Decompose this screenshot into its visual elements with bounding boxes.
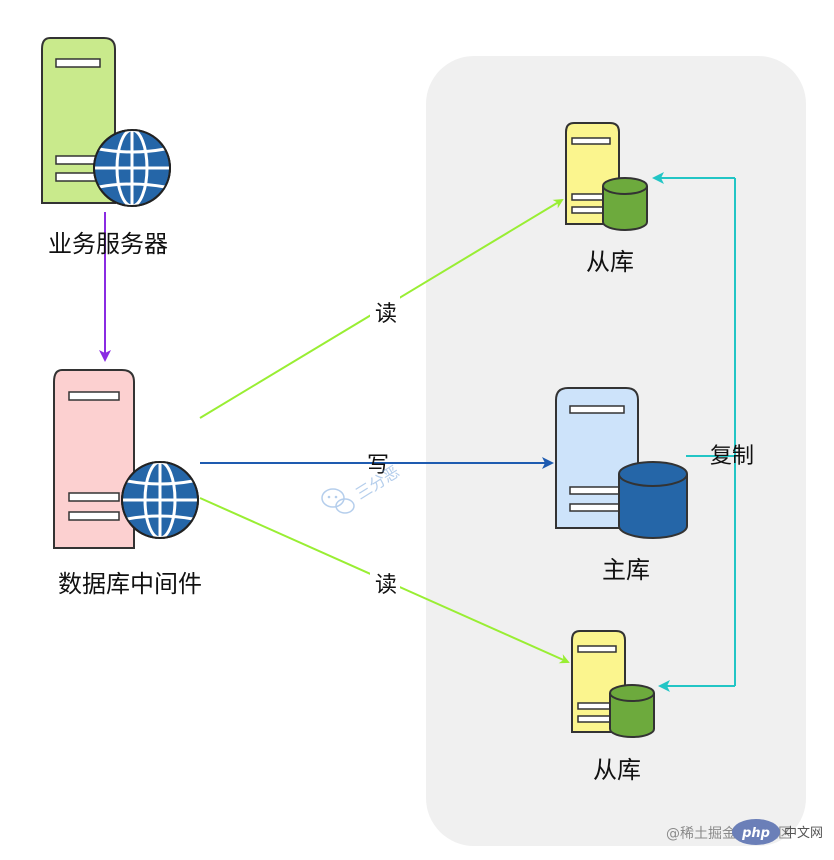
database-cylinder-icon bbox=[602, 177, 648, 231]
read-bottom-edge-label: 读 bbox=[375, 573, 397, 598]
globe-icon bbox=[120, 460, 200, 540]
replica-db-top-node: 从库 bbox=[565, 122, 648, 276]
replicate-arrow bbox=[652, 172, 736, 692]
footer-watermark: @稀土掘金技术社区 php 中文网 bbox=[666, 819, 823, 845]
server-icon bbox=[53, 369, 135, 549]
replica-bottom-label: 从库 bbox=[593, 756, 641, 784]
center-watermark: 三分恶 bbox=[321, 462, 403, 514]
database-cylinder-icon bbox=[618, 461, 688, 539]
write-edge-label: 写 bbox=[367, 453, 389, 478]
replica-db-bottom-node: 从库 bbox=[571, 630, 655, 784]
read-top-edge-label: 读 bbox=[375, 302, 397, 327]
db-middleware-label: 数据库中间件 bbox=[58, 570, 202, 598]
db-middleware-node: 数据库中间件 bbox=[53, 369, 202, 598]
replica-top-label: 从库 bbox=[586, 248, 634, 276]
php-logo-text: php bbox=[741, 826, 770, 841]
master-label: 主库 bbox=[602, 556, 650, 584]
master-db-node: 主库 bbox=[555, 387, 688, 584]
business-server-node: 业务服务器 bbox=[41, 37, 172, 258]
wechat-icon bbox=[321, 488, 355, 514]
business-server-label: 业务服务器 bbox=[48, 230, 168, 258]
database-cylinder-icon bbox=[609, 684, 655, 738]
replicate-edge-label: 复制 bbox=[710, 444, 754, 469]
globe-icon bbox=[92, 128, 172, 208]
php-logo bbox=[732, 819, 780, 845]
footer-cn-watermark: 中文网 bbox=[784, 826, 823, 841]
